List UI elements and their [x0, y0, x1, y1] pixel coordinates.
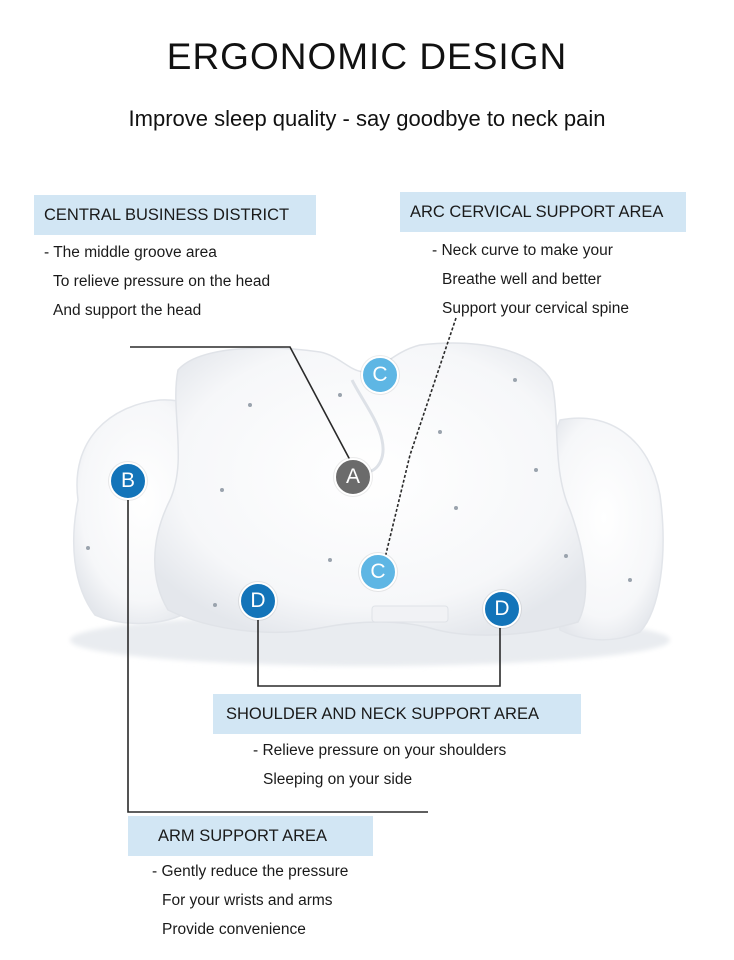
marker-d-right: D — [483, 590, 521, 628]
marker-d-left: D — [239, 582, 277, 620]
arm-area-line: For your wrists and arms — [162, 892, 333, 909]
marker-c-bottom: C — [359, 553, 397, 591]
central-area-label: CENTRAL BUSINESS DISTRICT — [34, 195, 316, 235]
central-area-line: To relieve pressure on the head — [53, 273, 271, 290]
pillow-groove — [350, 379, 385, 474]
central-area-description: - The middle groove area To relieve pres… — [44, 238, 270, 325]
marker-c-top: C — [361, 356, 399, 394]
arm-area-label: ARM SUPPORT AREA — [128, 816, 373, 856]
arc-area-line: Support your cervical spine — [442, 300, 629, 317]
arm-area-description: - Gently reduce the pressure For your wr… — [152, 857, 348, 944]
arc-area-line: - Neck curve to make your — [432, 242, 613, 259]
central-area-line: - The middle groove area — [44, 244, 217, 261]
page-title: ERGONOMIC DESIGN — [166, 36, 568, 77]
marker-b: B — [109, 462, 147, 500]
arc-area-description: - Neck curve to make your Breathe well a… — [432, 236, 629, 323]
arc-area-line: Breathe well and better — [442, 271, 602, 288]
arc-area-label: ARC CERVICAL SUPPORT AREA — [400, 192, 686, 232]
marker-a: A — [334, 458, 372, 496]
arm-area-line: Provide convenience — [162, 921, 306, 938]
shoulder-area-line: Sleeping on your side — [263, 771, 413, 788]
shoulder-area-label: SHOULDER AND NECK SUPPORT AREA — [213, 694, 581, 734]
shoulder-area-line: - Relieve pressure on your shoulders — [253, 742, 507, 759]
arm-area-line: - Gently reduce the pressure — [152, 863, 349, 880]
central-area-line: And support the head — [53, 302, 202, 319]
shoulder-area-description: - Relieve pressure on your shoulders Sle… — [253, 736, 506, 794]
page-subtitle: Improve sleep quality - say goodbye to n… — [128, 106, 606, 131]
